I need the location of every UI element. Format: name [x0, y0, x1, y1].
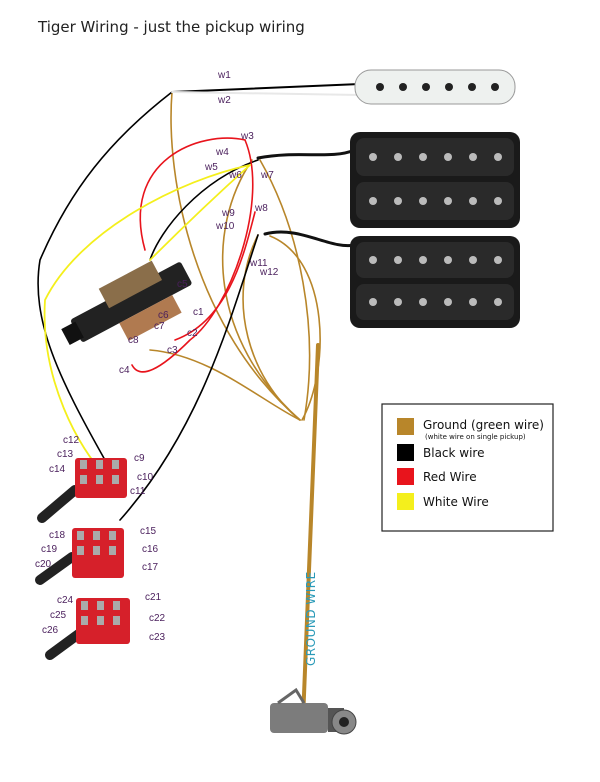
- connector-label: c12: [63, 435, 80, 446]
- wire-label: w1: [217, 70, 231, 81]
- ground-wire-single: [170, 91, 301, 421]
- ground-wire-bridge-2: [269, 235, 321, 421]
- output-jack: [270, 687, 357, 735]
- white-wire-1: [43, 164, 251, 476]
- wire-label: w12: [259, 267, 279, 278]
- ground-wires: [149, 91, 321, 421]
- connector-label: c1: [193, 307, 204, 318]
- connector-label: c3: [167, 345, 178, 356]
- connector-label: c24: [57, 595, 74, 606]
- legend-white-label: White Wire: [423, 495, 489, 509]
- wires: [37, 83, 361, 722]
- legend-ground-label: Ground (green wire): [423, 418, 544, 432]
- connector-label: c26: [42, 625, 59, 636]
- connector-label: c7: [154, 321, 165, 332]
- red-wire-3: [174, 211, 256, 341]
- connector-label: c17: [142, 562, 159, 573]
- white-wires: [43, 91, 361, 476]
- connector-label: c10: [137, 472, 154, 483]
- black-wire-3: [119, 234, 259, 521]
- connector-label: c18: [49, 530, 66, 541]
- legend: Ground (green wire) (white wire on singl…: [381, 403, 554, 532]
- neck-humbucker: [350, 132, 520, 228]
- wire-label: w6: [228, 170, 242, 181]
- wire-label: w8: [254, 203, 268, 214]
- selector-switch: [61, 260, 192, 345]
- connector-label: c4: [119, 365, 130, 376]
- ground-wire-neck: [221, 159, 301, 421]
- legend-swatch-red: [397, 468, 414, 485]
- wire-labels: w1 w2 w3 w4 w5 w6 w7 w8 w9 w10 w11 w12: [204, 70, 279, 278]
- neck-pickup-lead: [256, 148, 357, 160]
- connector-label: c5: [177, 279, 188, 290]
- black-wire-1: [37, 91, 173, 461]
- black-wire-single: [171, 83, 361, 93]
- connector-label: c19: [41, 544, 58, 555]
- connector-label: c11: [130, 486, 146, 497]
- ground-wire-main: [301, 343, 320, 722]
- wire-label: w4: [215, 147, 229, 158]
- connector-label: c14: [49, 464, 66, 475]
- red-wires: [131, 137, 256, 373]
- single-coil-pickup: [354, 69, 516, 105]
- white-wire-2: [149, 164, 251, 261]
- ground-wire-switch: [149, 349, 301, 421]
- bridge-humbucker: [350, 236, 520, 328]
- bridge-pickup-lead: [263, 230, 357, 248]
- connector-label: c6: [158, 310, 169, 321]
- diagram-title: Tiger Wiring - just the pickup wiring: [38, 18, 305, 36]
- connector-label: c15: [140, 526, 157, 537]
- connector-label: c2: [187, 328, 198, 339]
- legend-swatch-black: [397, 444, 414, 461]
- red-wire-2: [131, 139, 254, 373]
- connector-label: c23: [149, 632, 166, 643]
- wire-label: w2: [217, 95, 231, 106]
- wire-label: w10: [215, 221, 235, 232]
- wire-label: w5: [204, 162, 218, 173]
- red-wire-1: [139, 137, 246, 251]
- wire-label: w11: [249, 258, 268, 269]
- connector-label: c13: [57, 449, 74, 460]
- connector-label: c25: [50, 610, 67, 621]
- connector-label: c16: [142, 544, 159, 555]
- ground-wire-bridge: [242, 234, 301, 421]
- connector-label: c9: [134, 453, 145, 464]
- toggle-switch-3: [45, 598, 130, 660]
- connector-labels: c1 c2 c3 c4 c5 c6 c7 c8 c9 c10 c11 c12 c…: [35, 279, 204, 643]
- wire-label: w3: [240, 131, 254, 142]
- toggle-switch-1: [37, 458, 127, 523]
- legend-red-label: Red Wire: [423, 470, 477, 484]
- legend-swatch-ground: [397, 418, 414, 435]
- wire-label: w9: [221, 208, 235, 219]
- toggle-switch-2: [35, 528, 124, 585]
- legend-ground-sub: (white wire on single pickup): [425, 433, 526, 441]
- ground-wire-label: GROUND WIRE: [304, 571, 318, 666]
- connector-label: c22: [149, 613, 166, 624]
- legend-swatch-white: [397, 493, 414, 510]
- white-wire-single: [171, 91, 361, 96]
- ground-wire-neck-2: [259, 159, 311, 421]
- connector-label: c8: [128, 335, 139, 346]
- wire-label: w7: [260, 170, 274, 181]
- connector-label: c21: [145, 592, 162, 603]
- black-wires: [37, 83, 361, 521]
- legend-black-label: Black wire: [423, 446, 484, 460]
- connector-label: c20: [35, 559, 52, 570]
